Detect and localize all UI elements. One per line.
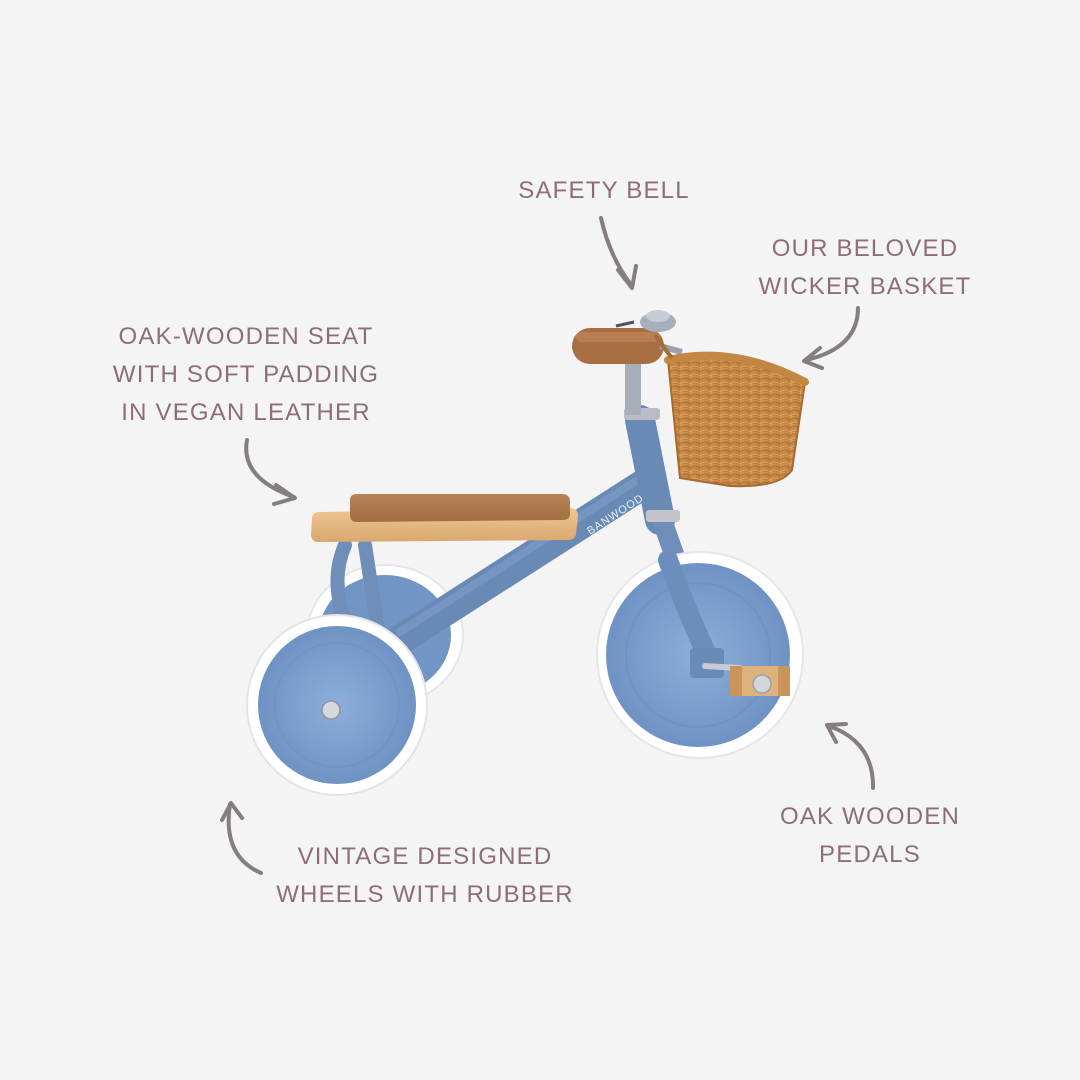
bell — [615, 310, 676, 332]
callout-seat: OAK-WOODEN SEAT WITH SOFT PADDING IN VEG… — [96, 318, 396, 432]
callout-line: WICKER BASKET — [758, 273, 972, 300]
rear-wheel-near — [246, 614, 428, 796]
callout-safety-bell: SAFETY BELL — [500, 172, 708, 210]
pedal — [702, 663, 790, 696]
callout-wicker-basket: OUR BELOVED WICKER BASKET — [750, 230, 980, 306]
callout-line: WITH SOFT PADDING — [112, 361, 380, 388]
seat-supports — [330, 538, 385, 637]
callout-line: PEDALS — [819, 841, 921, 868]
arrow-seat-icon — [244, 438, 297, 506]
callout-line: OAK WOODEN — [779, 803, 960, 830]
arrow-wicker-basket-icon — [802, 306, 860, 370]
arrow-pedals-icon — [825, 722, 876, 790]
arrow-safety-bell-icon — [599, 216, 638, 290]
callout-line: IN VEGAN LEATHER — [121, 399, 371, 426]
callout-wheels: VINTAGE DESIGNED WHEELS WITH RUBBER — [270, 838, 580, 914]
callout-pedals: OAK WOODEN PEDALS — [750, 798, 990, 874]
callout-line: VINTAGE DESIGNED — [297, 843, 553, 870]
wicker-basket — [653, 333, 809, 488]
seat — [311, 494, 578, 542]
arrow-wheels-icon — [220, 801, 263, 875]
front-wheel — [596, 550, 804, 759]
callout-line: OAK-WOODEN SEAT — [118, 323, 374, 350]
callout-line: OUR BELOVED — [771, 235, 959, 262]
handlebar — [572, 328, 683, 364]
callout-line: WHEELS WITH RUBBER — [276, 881, 574, 908]
callout-line: SAFETY BELL — [518, 177, 690, 204]
